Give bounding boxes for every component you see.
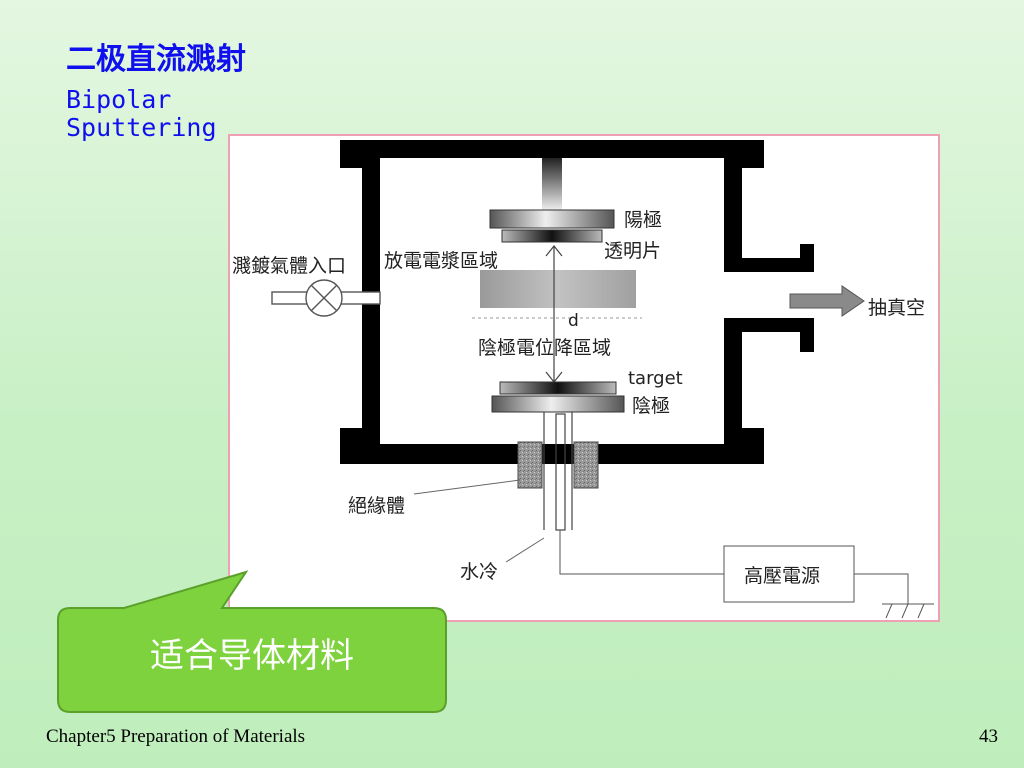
label-plasma-region: 放電電漿區域 [384, 250, 498, 272]
target-plate [499, 381, 617, 395]
anode-plate [489, 209, 615, 229]
callout-shape [57, 570, 447, 713]
callout-bubble: 适合导体材料 [54, 570, 450, 714]
transparent-plate [501, 229, 603, 243]
sputtering-chamber-diagram: 陽極 透明片 濺鍍氣體入口 放電電漿區域 d 陰極電位降區域 target 陰極… [228, 134, 940, 622]
label-gas-inlet: 濺鍍氣體入口 [232, 255, 346, 277]
diagram-canvas: 陽極 透明片 濺鍍氣體入口 放電電漿區域 d 陰極電位降區域 target 陰極… [228, 134, 940, 622]
hv-wiring [559, 530, 934, 619]
gas-inlet-valve [271, 279, 381, 317]
plasma-region [480, 270, 636, 308]
label-pump: 抽真空 [868, 297, 925, 319]
label-distance: d [568, 311, 579, 331]
cathode-plate [491, 395, 625, 413]
insulator-right [573, 441, 599, 489]
footer-chapter: Chapter5 Preparation of Materials [46, 726, 306, 747]
pump-arrow [789, 285, 865, 317]
label-insulator: 絕緣體 [348, 495, 405, 517]
label-target: target [628, 368, 683, 389]
page-number: 43 [979, 726, 998, 747]
label-anode: 陽極 [624, 209, 662, 231]
slide-title-chinese: 二极直流溅射 [66, 42, 246, 77]
callout-text: 适合导体材料 [150, 636, 354, 676]
slide-title-english: Bipolar Sputtering [66, 85, 217, 142]
anode-rod [542, 158, 562, 210]
label-hv-supply: 高壓電源 [744, 565, 820, 587]
vacuum-chamber-walls [340, 140, 814, 464]
label-water-cooling: 水冷 [460, 561, 498, 583]
insulator-left [517, 441, 543, 489]
leader-lines [413, 479, 545, 563]
label-cathode: 陰極 [632, 395, 670, 417]
label-transparent-plate: 透明片 [604, 240, 661, 262]
label-cathode-fall-region: 陰極電位降區域 [478, 337, 611, 359]
